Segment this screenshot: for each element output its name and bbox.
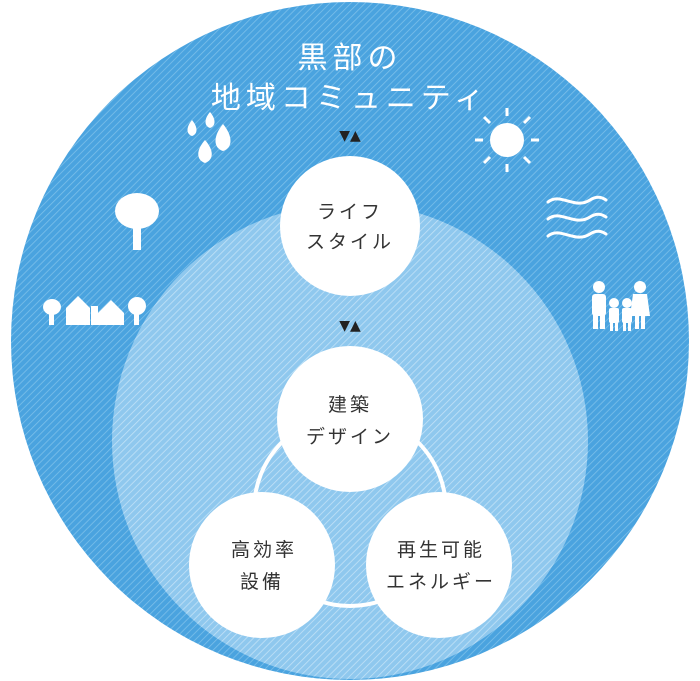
arrow-middle: ▼▲: [339, 318, 361, 334]
node-renewable-line-2: エネルギー: [386, 571, 496, 593]
node-architecture-line-1: 建築: [328, 394, 372, 416]
node-equipment: 高効率 設備: [189, 492, 335, 638]
sun-icon: [475, 108, 539, 172]
node-lifestyle-line-2: スタイル: [306, 231, 394, 253]
diagram-title-line-1: 黒部の: [298, 41, 403, 76]
node-lifestyle-line-1: ライフ: [317, 201, 383, 223]
node-renewable: 再生可能 エネルギー: [366, 492, 512, 638]
node-lifestyle: ライフ スタイル: [280, 156, 420, 296]
node-architecture-line-2: デザイン: [306, 426, 394, 448]
raindrops-icon: [187, 112, 231, 163]
tree-icon: [115, 193, 159, 250]
village-icon: [43, 296, 146, 325]
family-icon: [592, 281, 650, 331]
node-renewable-line-1: 再生可能: [397, 539, 485, 561]
node-equipment-line-2: 設備: [240, 571, 284, 593]
node-equipment-line-1: 高効率: [231, 539, 297, 561]
arrow-top: ▼▲: [339, 128, 361, 144]
wind-icon: [546, 195, 608, 239]
diagram-title-line-2: 地域コミュニティ: [211, 81, 489, 116]
node-architecture: 建築 デザイン: [277, 346, 423, 492]
